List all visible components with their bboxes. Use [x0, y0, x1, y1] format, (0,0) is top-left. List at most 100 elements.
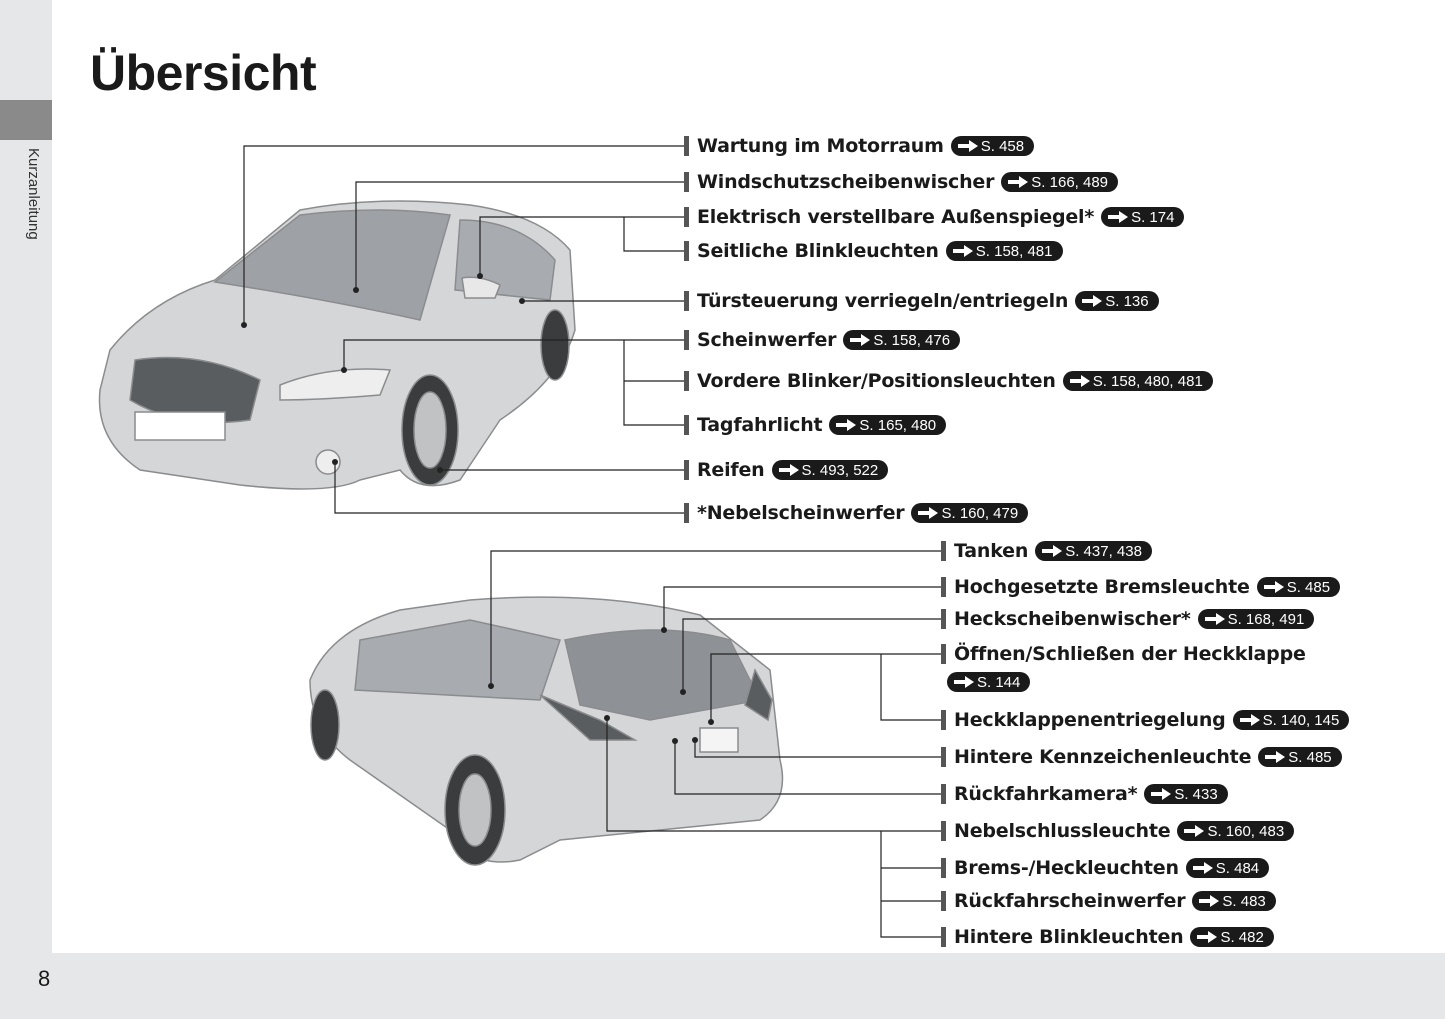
- page-reference-link[interactable]: S. 166, 489: [1001, 172, 1119, 192]
- rear-car-image: [309, 596, 784, 866]
- page-reference-link[interactable]: S. 484: [1185, 858, 1270, 878]
- callout-item: Hintere Blinkleuchten S. 482: [941, 926, 1274, 948]
- leader-line: [490, 550, 941, 686]
- page-reference-text: S. 158, 476: [873, 331, 951, 349]
- page-reference-text: S. 485: [1288, 748, 1332, 766]
- page-reference-link[interactable]: S. 485: [1256, 577, 1341, 597]
- page-reference-text: S. 174: [1131, 208, 1175, 226]
- arrow-right-icon: [1184, 825, 1205, 837]
- callout-label: Reifen: [697, 459, 765, 481]
- leader-line: [682, 618, 941, 692]
- leader-line: [674, 741, 941, 795]
- page-reference-link[interactable]: S. 160, 479: [911, 503, 1029, 523]
- leader-line: [623, 217, 684, 252]
- callout-label: Windschutzscheibenwischer: [697, 171, 995, 193]
- page-reference-link[interactable]: S. 144: [947, 672, 1031, 692]
- page-reference-link[interactable]: S. 140, 145: [1232, 710, 1350, 730]
- callout-marker: [941, 541, 946, 561]
- arrow-right-icon: [778, 464, 799, 476]
- leader-dot: [680, 689, 686, 695]
- callout-item: Rückfahrscheinwerfer S. 483: [941, 890, 1276, 912]
- section-label: Kurzanleitung: [25, 148, 42, 240]
- callout-item: Seitliche Blinkleuchten S. 158, 481: [684, 240, 1063, 262]
- page-reference-text: S. 437, 438: [1065, 542, 1142, 560]
- page-reference-link[interactable]: S. 168, 491: [1197, 609, 1315, 629]
- callout-label: Hintere Kennzeichenleuchte: [954, 746, 1252, 768]
- arrow-right-icon: [957, 140, 978, 152]
- callout-marker: [684, 330, 689, 350]
- callout-marker: [684, 241, 689, 261]
- arrow-right-icon: [850, 334, 871, 346]
- page-reference-text: S. 158, 481: [975, 242, 1053, 260]
- callout-label: Tagfahrlicht: [697, 414, 823, 436]
- callout-label: Rückfahrscheinwerfer: [954, 890, 1186, 912]
- arrow-right-icon: [918, 507, 939, 519]
- page-reference-link[interactable]: S. 174: [1101, 207, 1185, 227]
- arrow-right-icon: [1265, 751, 1286, 763]
- arrow-right-icon: [1263, 581, 1284, 593]
- page-reference-text: S. 484: [1215, 859, 1260, 877]
- callout-item: Rückfahrkamera* S. 433: [941, 783, 1228, 805]
- page-reference-text: S. 136: [1105, 292, 1149, 310]
- section-tab-marker: [0, 100, 52, 140]
- arrow-right-icon: [836, 419, 857, 431]
- page-reference-link[interactable]: S. 160, 483: [1177, 821, 1295, 841]
- leader-line: [880, 654, 941, 721]
- leader-line: [606, 718, 941, 832]
- callout-label: Hintere Blinkleuchten: [954, 926, 1184, 948]
- arrow-right-icon: [952, 245, 973, 257]
- page-reference-link[interactable]: S. 493, 522: [771, 460, 889, 480]
- page-reference-link[interactable]: S. 165, 480: [829, 415, 947, 435]
- arrow-right-icon: [1197, 931, 1218, 943]
- sidebar: [0, 0, 52, 1019]
- page-reference-text: S. 158, 480, 481: [1092, 372, 1203, 390]
- leader-dot: [437, 467, 443, 473]
- page-reference-text: S. 165, 480: [859, 416, 937, 434]
- arrow-right-icon: [1199, 895, 1220, 907]
- leader-dot: [353, 287, 359, 293]
- page-reference-link[interactable]: S. 158, 476: [843, 330, 961, 350]
- leader-dot: [519, 298, 525, 304]
- callout-label: Vordere Blinker/Positionsleuchten: [697, 370, 1056, 392]
- page-reference-text: S. 493, 522: [801, 461, 879, 479]
- callout-label: Elektrisch verstellbare Außenspiegel*: [697, 206, 1095, 228]
- page-reference-link[interactable]: S. 483: [1192, 891, 1276, 911]
- leader-dot: [604, 715, 610, 721]
- leader-dot: [241, 322, 247, 328]
- callout-marker: [684, 415, 689, 435]
- page-reference-link[interactable]: S. 458: [950, 136, 1035, 156]
- leader-dot: [477, 273, 483, 279]
- page-reference-link[interactable]: S. 437, 438: [1035, 541, 1152, 561]
- page-reference-text: S. 485: [1286, 578, 1331, 596]
- leader-line: [880, 831, 941, 938]
- callout-marker: [941, 747, 946, 767]
- page-title: Übersicht: [90, 45, 317, 101]
- arrow-right-icon: [1151, 788, 1172, 800]
- page-reference-text: S. 166, 489: [1031, 173, 1109, 191]
- callout-marker: [941, 710, 946, 730]
- page-reference-text: S. 433: [1174, 785, 1218, 803]
- page-reference-link[interactable]: S. 485: [1258, 747, 1342, 767]
- leader-dot: [341, 367, 347, 373]
- page-reference-link[interactable]: S. 158, 480, 481: [1062, 371, 1213, 391]
- callout-label: Rückfahrkamera*: [954, 783, 1138, 805]
- page-reference-link[interactable]: S. 136: [1075, 291, 1159, 311]
- page-reference-link[interactable]: S. 158, 481: [945, 241, 1063, 261]
- page-reference-link[interactable]: S. 482: [1190, 927, 1274, 947]
- leader-dot: [488, 683, 494, 689]
- callout-label: Brems-/Heckleuchten: [954, 857, 1179, 879]
- callout-label: Seitliche Blinkleuchten: [697, 240, 939, 262]
- callout-label: Türsteuerung verriegeln/entriegeln: [697, 290, 1069, 312]
- page-reference-link[interactable]: S. 433: [1144, 784, 1228, 804]
- arrow-right-icon: [1108, 211, 1129, 223]
- arrow-right-icon: [954, 676, 974, 688]
- page-reference-text: S. 482: [1220, 928, 1264, 946]
- callout-label: Heckklappenentriegelung: [954, 709, 1226, 731]
- callout-marker: [941, 577, 946, 597]
- leader-line: [623, 340, 684, 426]
